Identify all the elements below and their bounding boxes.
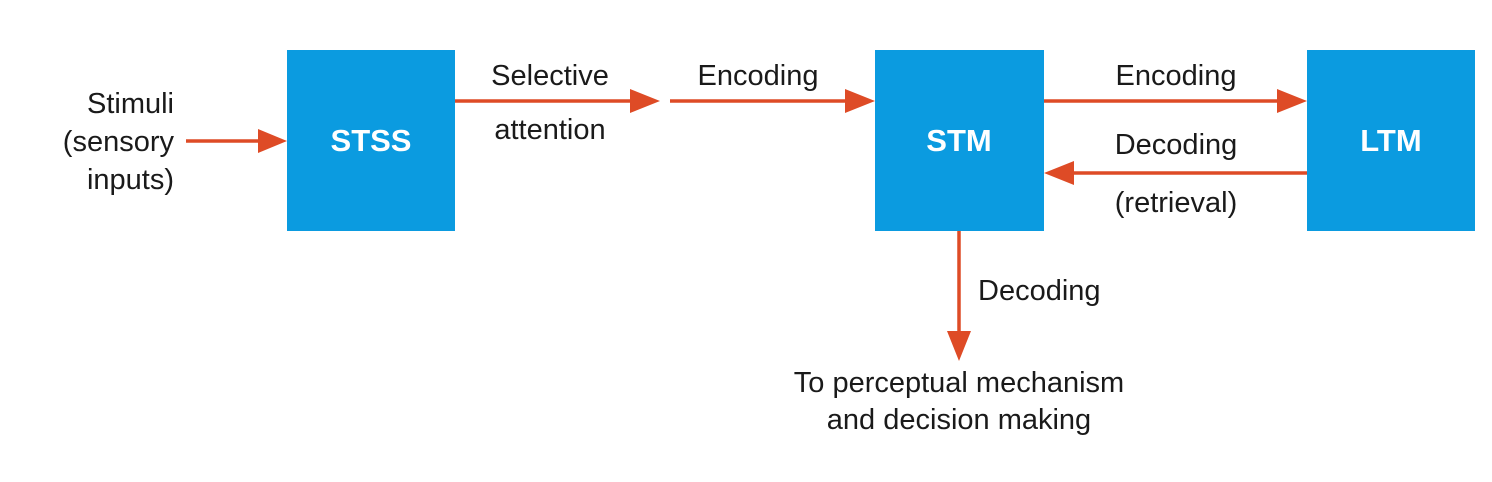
stss-box — [287, 50, 455, 231]
stimuli-line-3: inputs) — [87, 164, 174, 196]
encoding-to-ltm-label: Encoding — [1116, 60, 1237, 92]
decoding-retrieval-line-2: (retrieval) — [1115, 187, 1237, 219]
stimuli-line-1: Stimuli — [87, 88, 174, 120]
selective-attention-line-1: Selective — [491, 60, 609, 92]
arrow-selective-attention — [455, 89, 660, 113]
arrow-encoding-to-ltm — [1044, 89, 1307, 113]
arrow-decoding-retrieval — [1044, 161, 1307, 185]
stss-label: STSS — [331, 123, 412, 158]
ltm-label: LTM — [1360, 123, 1421, 158]
arrow-encoding-to-stm — [670, 89, 875, 113]
output-line-1: To perceptual mechanism — [794, 367, 1124, 399]
decoding-retrieval-line-1: Decoding — [1115, 129, 1238, 161]
ltm-box — [1307, 50, 1475, 231]
stimuli-line-2: (sensory — [63, 126, 175, 158]
arrow-decoding-down — [947, 231, 971, 361]
output-line-2: and decision making — [827, 404, 1091, 436]
stm-label: STM — [926, 123, 991, 158]
selective-attention-line-2: attention — [494, 114, 605, 146]
decoding-down-label: Decoding — [978, 275, 1101, 307]
stm-box — [875, 50, 1044, 231]
encoding-to-stm-label: Encoding — [698, 60, 819, 92]
arrow-stimuli-to-stss — [186, 129, 287, 153]
